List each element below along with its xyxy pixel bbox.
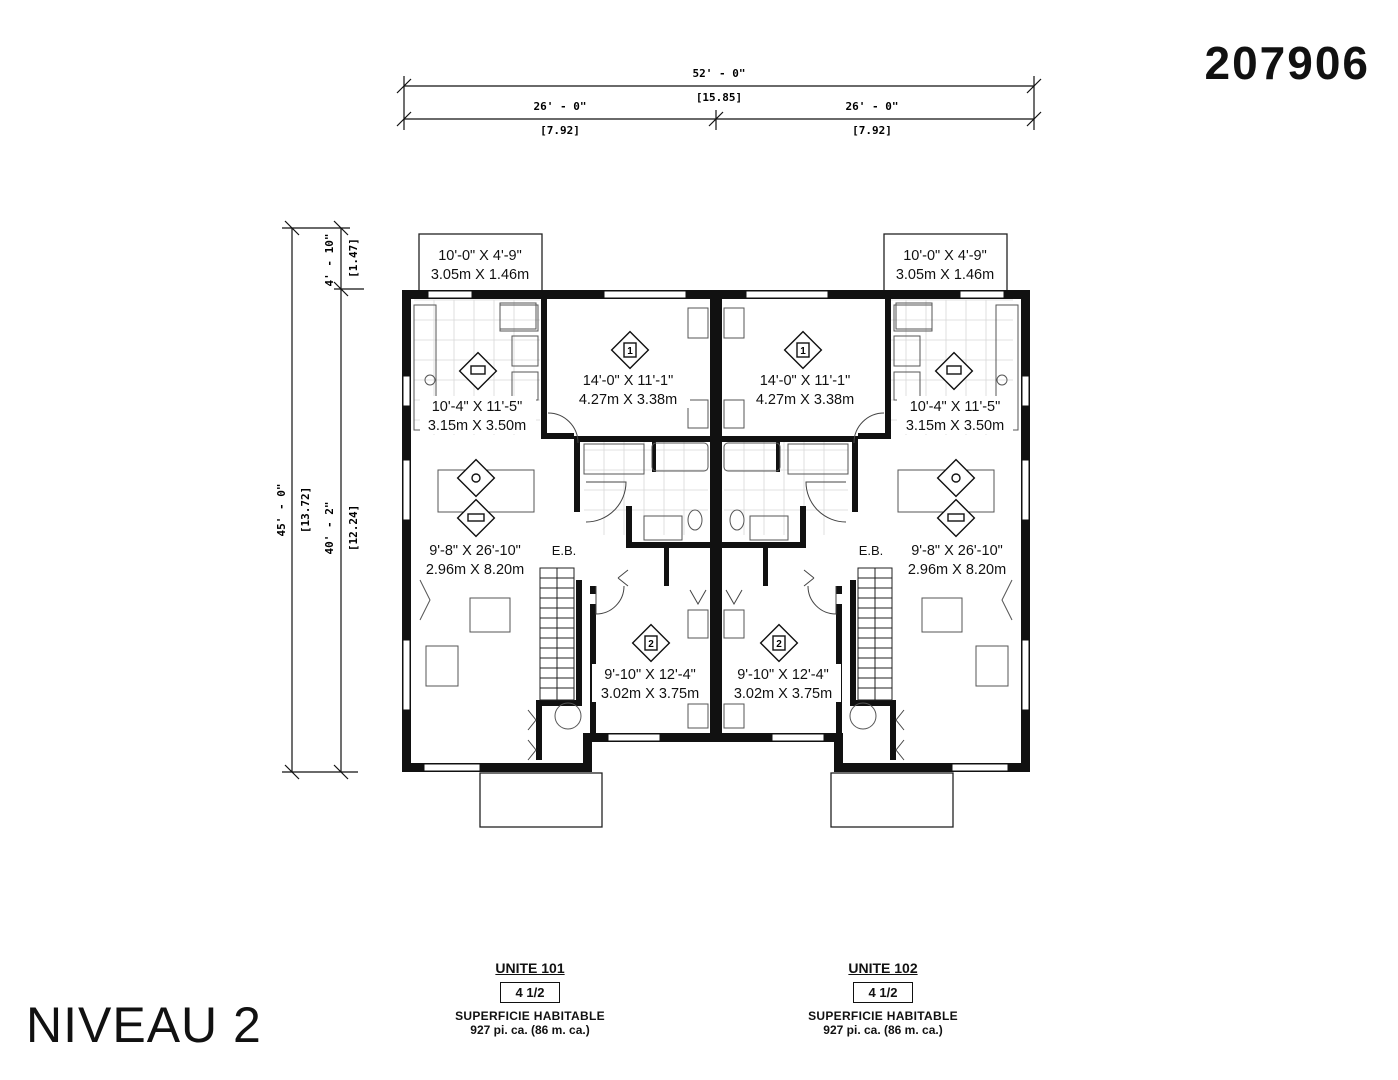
unit-area-value: 927 pi. ca. (86 m. ca.) xyxy=(470,1023,590,1037)
balcony-left-imperial: 10'-0" X 4'-9" xyxy=(438,248,522,264)
dining-icon xyxy=(936,458,976,498)
dim-total-width: 52' - 0" xyxy=(693,67,746,80)
bedroom1-right-imperial: 14'-0" X 11'-1" xyxy=(760,373,851,389)
balcony-left-metric: 3.05m X 1.46m xyxy=(431,267,529,283)
dim-main-depth: 40' - 2" xyxy=(323,502,336,555)
dim-total-width-metric: [15.85] xyxy=(696,91,742,104)
bedroom2-left-imperial: 9'-10" X 12'-4" xyxy=(604,667,696,683)
bed-1-icon-label: 1 xyxy=(627,346,633,357)
bedroom1-left-metric: 4.27m X 3.38m xyxy=(579,392,677,408)
kitchen-left-metric: 3.15m X 3.50m xyxy=(428,418,526,434)
side-dimensions xyxy=(282,220,364,780)
balcony-right-metric: 3.05m X 1.46m xyxy=(896,267,994,283)
bedroom2-right-imperial: 9'-10" X 12'-4" xyxy=(737,667,829,683)
windows xyxy=(402,290,1030,772)
eb-right-label: E.B. xyxy=(859,543,884,558)
unit-type-badge: 4 1/2 xyxy=(853,982,913,1003)
living-right-metric: 2.96m X 8.20m xyxy=(908,562,1006,578)
bedroom1-left-imperial: 14'-0" X 11'-1" xyxy=(583,373,674,389)
sofa-icon xyxy=(936,498,976,538)
bed-2-icon-label: 2 xyxy=(648,639,654,650)
kitchen-pot-icon xyxy=(458,351,498,391)
dim-balcony-depth-metric: [1.47] xyxy=(347,238,360,278)
bed-2-icon xyxy=(759,623,799,663)
unit-type-badge: 4 1/2 xyxy=(500,982,560,1003)
bed-1-icon xyxy=(783,330,823,370)
unit-101-summary: UNITE 101 4 1/2 SUPERFICIE HABITABLE 927… xyxy=(410,960,650,1037)
unit-area-label: SUPERFICIE HABITABLE xyxy=(455,1009,605,1023)
level-title: NIVEAU 2 xyxy=(26,997,262,1053)
fixtures xyxy=(413,302,1019,730)
bed-2-icon xyxy=(631,623,671,663)
unit-102-summary: UNITE 102 4 1/2 SUPERFICIE HABITABLE 927… xyxy=(763,960,1003,1037)
stairs xyxy=(539,567,893,701)
room-labels: 10'-0" X 4'-9" 3.05m X 1.46m 10'-0" X 4'… xyxy=(416,246,1018,702)
dim-main-depth-metric: [12.24] xyxy=(347,505,360,551)
kitchen-left-imperial: 10'-4" X 11'-5" xyxy=(432,399,523,415)
dim-balcony-depth: 4' - 10" xyxy=(323,234,336,287)
dining-icon xyxy=(456,458,496,498)
bedroom2-left-metric: 3.02m X 3.75m xyxy=(601,686,699,702)
living-left-imperial: 9'-8" X 26'-10" xyxy=(429,543,521,559)
dim-right-half: 26' - 0" xyxy=(846,100,899,113)
dim-right-half-metric: [7.92] xyxy=(852,124,892,137)
dim-total-depth-metric: [13.72] xyxy=(299,487,312,533)
living-right-imperial: 9'-8" X 26'-10" xyxy=(911,543,1003,559)
balcony-right-imperial: 10'-0" X 4'-9" xyxy=(903,248,987,264)
kitchen-pot-icon xyxy=(934,351,974,391)
plan-id: 207906 xyxy=(1204,37,1370,89)
bedroom1-right-metric: 4.27m X 3.38m xyxy=(756,392,854,408)
dim-total-depth: 45' - 0" xyxy=(275,484,288,537)
bed-1-icon xyxy=(610,330,650,370)
walls xyxy=(402,290,1030,772)
kitchen-right-metric: 3.15m X 3.50m xyxy=(906,418,1004,434)
kitchen-right-imperial: 10'-4" X 11'-5" xyxy=(910,399,1001,415)
unit-area-label: SUPERFICIE HABITABLE xyxy=(808,1009,958,1023)
door-swings xyxy=(527,412,905,761)
bed-2-icon-label: 2 xyxy=(776,639,782,650)
bed-1-icon-label: 1 xyxy=(800,346,806,357)
unit-name: UNITE 102 xyxy=(848,960,918,976)
dim-left-half-metric: [7.92] xyxy=(540,124,580,137)
dim-left-half: 26' - 0" xyxy=(534,100,587,113)
sofa-icon xyxy=(456,498,496,538)
top-dimensions xyxy=(396,76,1042,130)
unit-name: UNITE 101 xyxy=(495,960,565,976)
living-left-metric: 2.96m X 8.20m xyxy=(426,562,524,578)
bedroom2-right-metric: 3.02m X 3.75m xyxy=(734,686,832,702)
unit-area-value: 927 pi. ca. (86 m. ca.) xyxy=(823,1023,943,1037)
eb-left-label: E.B. xyxy=(552,543,577,558)
